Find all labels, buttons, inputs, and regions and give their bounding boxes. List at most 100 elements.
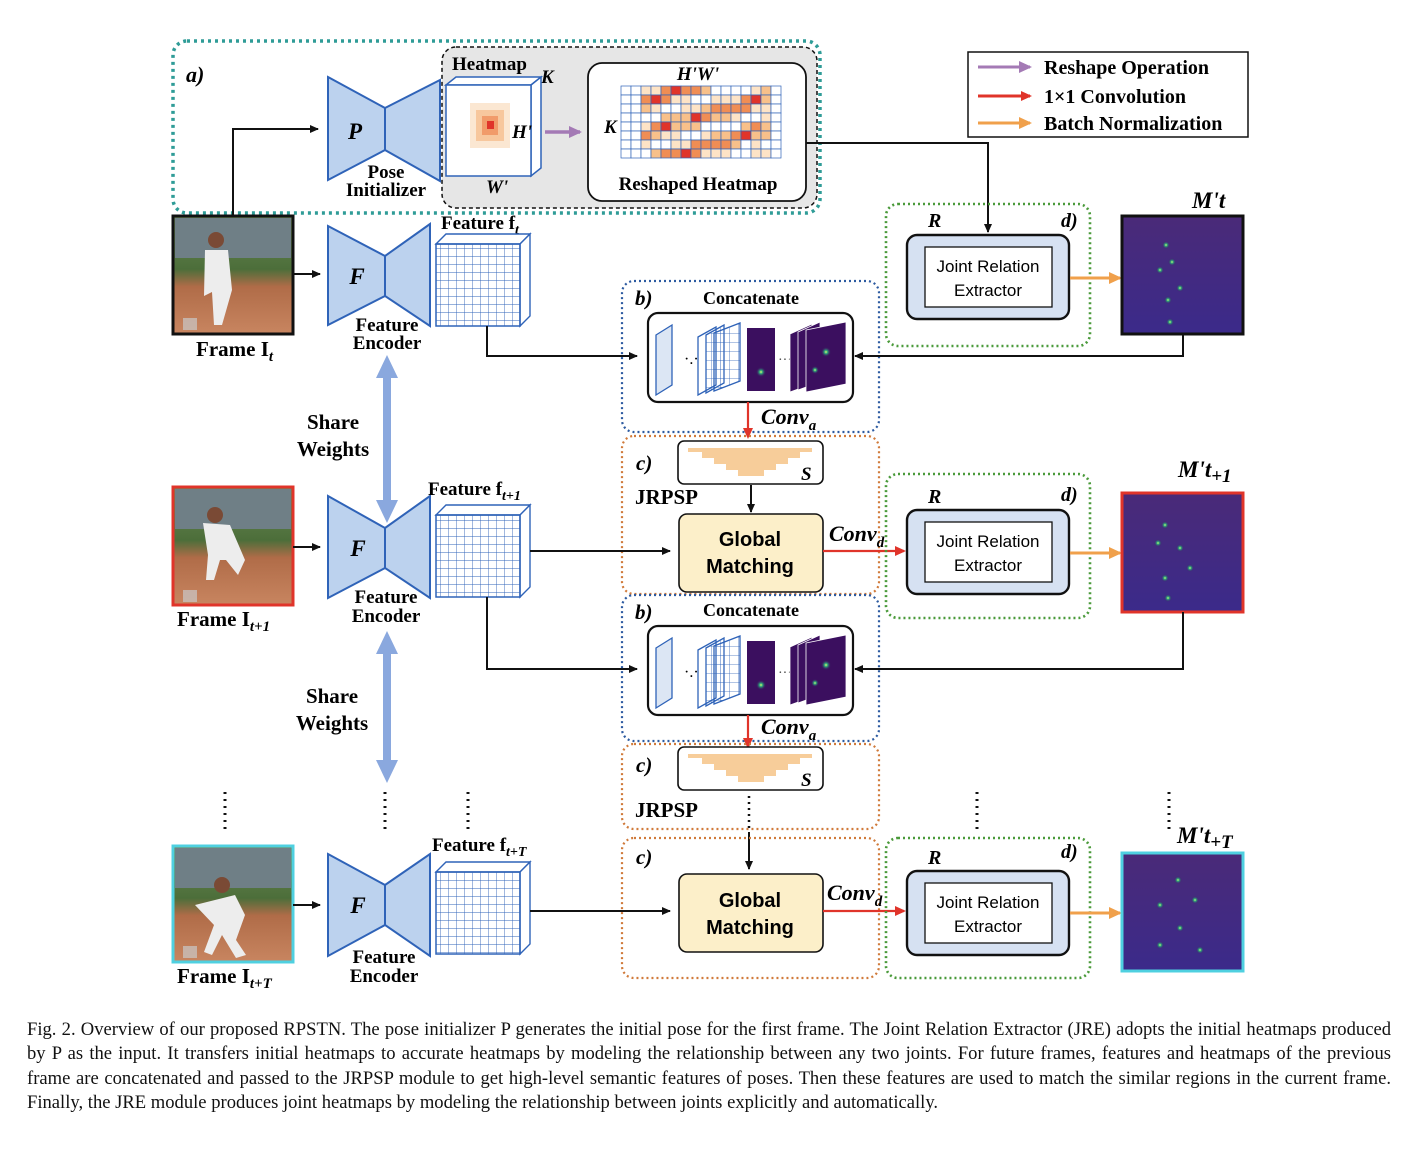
encoder-t-caption-2: Encoder — [353, 333, 422, 354]
reshaped-heatmap-cell — [670, 94, 682, 105]
share-weights-1-line1: Share — [307, 410, 359, 434]
reshaped-heatmap-cell — [710, 94, 722, 105]
encoder-tT-caption-2: Encoder — [350, 966, 419, 987]
reshaped-heatmap-cell — [650, 103, 662, 114]
output-t1-to-concat-arrow — [854, 612, 1184, 673]
reshaped-heatmap-cell — [710, 148, 722, 159]
reshaped-heatmap-cell — [670, 112, 682, 123]
reshaped-heatmap-cell — [640, 130, 652, 141]
reshaped-heatmap-cell — [720, 139, 732, 150]
reshaped-heatmap-cell — [680, 112, 692, 123]
reshaped-heatmap-cell — [730, 148, 742, 159]
s-label-1: S — [801, 464, 812, 485]
reshaped-heatmap-cell — [650, 112, 662, 123]
reshaped-heatmap-cell — [620, 112, 632, 123]
gm-1-line1: Global — [719, 529, 781, 551]
reshaped-heatmap-cell — [720, 103, 732, 114]
reshaped-heatmap-cell — [750, 121, 762, 132]
row-t: Frame It F Feature Encoder Feature ft — [171, 125, 638, 365]
feature-encoder-t1: F Feature Encoder — [327, 494, 431, 627]
feature-t1-label: Feature ft+1 — [428, 479, 521, 504]
legend-reshape: Reshape Operation — [1044, 57, 1209, 79]
reshaped-heatmap-cell — [690, 103, 702, 114]
feature-encoder-tT: F Feature Encoder — [327, 852, 431, 987]
heatmap-w: W' — [486, 177, 508, 198]
reshaped-heatmap-cell — [740, 103, 752, 114]
panel-b-2-label: b) — [635, 600, 653, 624]
reshaped-heatmap-cell — [620, 139, 632, 150]
heatmap-to-jre-arrow — [806, 142, 992, 233]
reshaped-heatmap-cell — [760, 94, 772, 105]
pose-caption-2: Initializer — [346, 180, 427, 201]
conv-a-label-1: Conva — [761, 404, 817, 434]
share-weights-2: Share Weights — [296, 631, 398, 783]
reshaped-heatmap-cell — [710, 121, 722, 132]
reshaped-heatmap-cell — [740, 112, 752, 123]
row-tT: Frame It+T F Feature Encoder Feature ft+… — [171, 835, 671, 992]
reshaped-heatmap-cell — [690, 112, 702, 123]
reshaped-heatmap-cell — [770, 112, 782, 123]
pose-letter: P — [347, 119, 363, 144]
panel-b-1-label: b) — [635, 286, 653, 310]
reshaped-heatmap-cell — [740, 121, 752, 132]
panel-c-2-label: c) — [636, 753, 652, 777]
reshaped-heatmap-cell — [700, 103, 712, 114]
jrpsp-label-2: JRPSP — [635, 798, 698, 822]
svg-text:·.·: ·.· — [684, 664, 699, 681]
reshaped-heatmap-cell — [650, 148, 662, 159]
panel-a-label: a) — [186, 62, 204, 87]
reshaped-top: H'W' — [676, 64, 719, 85]
reshaped-heatmap-cell — [700, 148, 712, 159]
reshaped-heatmap-cell — [620, 130, 632, 141]
panel-d-1-label: d) — [1061, 210, 1078, 232]
legend: Reshape Operation 1×1 Convolution Batch … — [967, 51, 1249, 138]
frame-t-label: Frame It — [196, 337, 274, 365]
s-label-2: S — [801, 770, 812, 791]
reshaped-heatmap-cell — [740, 139, 752, 150]
reshaped-heatmap-cell — [760, 148, 772, 159]
reshaped-heatmap-cell — [700, 112, 712, 123]
reshaped-heatmap-cell — [760, 121, 772, 132]
reshaped-heatmap-cell — [680, 94, 692, 105]
panel-d-1: R d) Joint Relation Extractor — [884, 202, 1122, 348]
reshaped-heatmap-cell — [660, 112, 672, 123]
share-weights-2-line2: Weights — [296, 711, 368, 735]
reshaped-heatmap-cell — [640, 85, 652, 96]
reshaped-heatmap-cell — [660, 94, 672, 105]
reshaped-heatmap-cell — [750, 130, 762, 141]
reshaped-heatmap-cell — [660, 103, 672, 114]
output-t-to-concat-arrow — [854, 334, 1184, 360]
encoder-tT-letter: F — [349, 893, 365, 918]
reshaped-heatmap-cell — [710, 139, 722, 150]
feature-t-to-concat-arrow — [486, 326, 638, 360]
reshaped-heatmap-cell — [670, 139, 682, 150]
reshaped-heatmap-cell — [730, 85, 742, 96]
heatmap-title: Heatmap — [452, 54, 527, 75]
reshaped-heatmap-cell — [650, 85, 662, 96]
reshaped-heatmap-cell — [630, 85, 642, 96]
feature-tT-label: Feature ft+T — [432, 835, 528, 860]
heatmap-cube: H' W' — [443, 75, 544, 198]
feature-t-grid — [434, 232, 532, 328]
reshaped-heatmap-cell — [630, 103, 642, 114]
jrpsp-pyramid-2 — [688, 754, 812, 782]
reshaped-heatmap-cell — [630, 112, 642, 123]
reshaped-heatmap-cell — [720, 121, 732, 132]
reshaped-heatmap-cell — [630, 94, 642, 105]
jre-1-line2: Extractor — [954, 281, 1022, 300]
reshaped-heatmap-cell — [770, 130, 782, 141]
pose-initializer-network: P Pose Initializer — [327, 75, 441, 201]
feature-t1-to-concat-arrow — [486, 597, 638, 673]
jre-3-line2: Extractor — [954, 917, 1022, 936]
reshaped-heatmap-cell — [680, 139, 692, 150]
reshaped-heatmap-cell — [670, 148, 682, 159]
share-weights-2-line1: Share — [306, 684, 358, 708]
reshaped-heatmap-cell — [770, 121, 782, 132]
output-t1-heatmap — [1120, 491, 1245, 614]
figure-caption: Fig. 2. Overview of our proposed RPSTN. … — [27, 1019, 1391, 1114]
output-tT-label: M't+T — [1176, 823, 1234, 853]
feature-t-label: Feature ft — [441, 213, 520, 238]
share-weights-1-line2: Weights — [297, 437, 369, 461]
reshaped-heatmap-cell — [720, 148, 732, 159]
reshaped-heatmap-cell — [640, 121, 652, 132]
